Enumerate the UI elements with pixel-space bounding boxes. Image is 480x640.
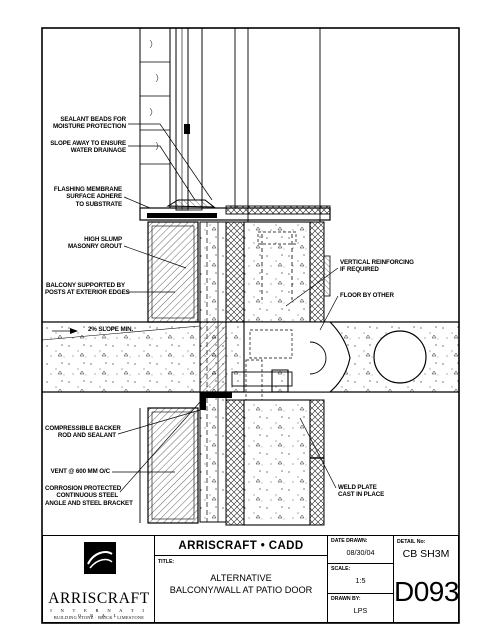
patio-door-frame (175, 27, 203, 211)
company-name: ARRISCRAFT • CADD (155, 536, 327, 556)
note-slope-min: 2% SLOPE MIN. (88, 326, 134, 333)
title-block: ARRISCRAFT I N T E R N A T I O N A L BUI… (42, 535, 459, 623)
drawing-title-line1: ALTERNATIVE (210, 573, 272, 583)
drawing-title-line2: BALCONY/WALL AT PATIO DOOR (169, 585, 313, 595)
leader-lines (112, 123, 339, 493)
detail-code: CB SH3M (402, 548, 450, 560)
upper-wall-lines (234, 28, 321, 208)
drawn-value: LPS (353, 606, 368, 615)
steel-angle-bracket (200, 359, 293, 410)
sill-and-deck (139, 199, 331, 221)
detail-number: D093 (394, 576, 459, 607)
scale-value: 1:5 (355, 576, 366, 585)
title-cell: ARRISCRAFT • CADD TITLE: ALTERNATIVE BAL… (155, 536, 328, 622)
slope-arrowhead (70, 328, 78, 334)
scale-cell: SCALE: 1:5 (328, 564, 393, 594)
masonry-block-upper (147, 221, 199, 323)
arriscraft-logo-icon (84, 542, 116, 574)
upper-masonry (139, 27, 171, 209)
drawn-cell: DRAWN BY: LPS (328, 594, 393, 624)
exterior-cladding-upper (309, 221, 331, 323)
drawn-label: DRAWN BY: (331, 596, 361, 602)
masonry-block-lower (139, 407, 199, 524)
brand-name: ARRISCRAFT (48, 590, 150, 607)
brand-subtitle: I N T E R N A T I O N A L (50, 608, 148, 618)
slab-opening (243, 321, 427, 393)
meta-cell: DATE DRAWN: 08/30/04 SCALE: 1:5 DRAWN BY… (328, 536, 394, 622)
brand-tagline: BUILDING STONE · BRICK · LIMESTONE (53, 615, 145, 620)
date-cell: DATE DRAWN: 08/30/04 (328, 536, 393, 564)
note-vent: VENT @ 600 MM O/C (50, 468, 110, 475)
detail-cell: DETAIL No: CB SH3M D093 (394, 536, 459, 622)
concrete-wall-upper (243, 221, 311, 323)
date-value: 08/30/04 (346, 548, 375, 557)
title-label: TITLE: (158, 559, 175, 565)
date-label: DATE DRAWN: (331, 538, 368, 544)
concrete-wall-lower (243, 399, 325, 526)
logo-cell: ARRISCRAFT I N T E R N A T I O N A L BUI… (43, 536, 155, 622)
note-floor: FLOOR BY OTHER (340, 292, 394, 299)
detail-label: DETAIL No: (397, 539, 426, 545)
scale-label: SCALE: (331, 566, 351, 572)
